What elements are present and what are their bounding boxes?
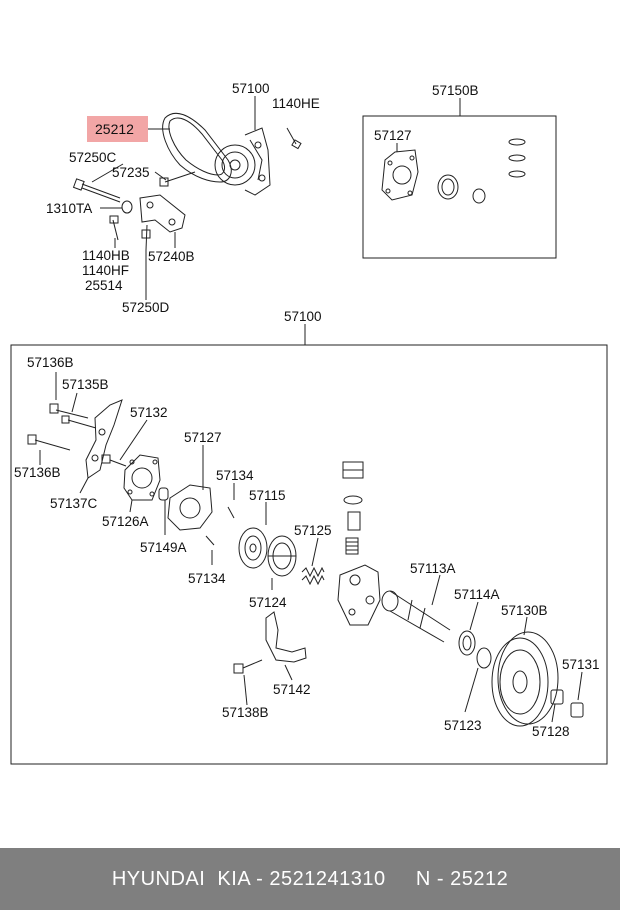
bolt-57250d [141,224,151,251]
bolt-57136b-top [49,403,89,419]
snap-ring-57123 [476,647,492,669]
o-ring-small [472,188,486,204]
pulley-57130b [491,631,559,727]
label-57114a: 57114A [454,587,500,602]
bolt-1140he [286,127,302,150]
label-57136b-top: 57136B [27,355,74,370]
gasket-57127-kit [381,149,419,201]
label-57113a: 57113A [410,561,456,576]
label-57127: 57127 [184,430,222,445]
label-57126a: 57126A [102,514,149,529]
label-57115: 57115 [249,488,286,503]
label-1140hf: 1140HF [82,263,130,278]
spring-57125 [301,566,325,586]
label-57240b: 57240B [148,249,195,264]
gasket-57127 [167,484,213,531]
label-57250d: 57250D [122,300,170,315]
pin-57134-a [227,506,235,519]
label-57250c: 57250C [69,150,117,165]
label-57132: 57132 [130,405,168,420]
label-57100-detail: 57100 [284,309,322,324]
parts-diagram [10,96,608,765]
label-57100-top: 57100 [232,81,270,96]
label-57131: 57131 [562,657,600,672]
label-1140he: 1140HE [272,96,320,111]
cover-57126a [123,454,161,501]
o-ring-large [437,174,459,200]
label-57138b: 57138B [222,705,269,720]
cam-ring-57124 [267,535,297,577]
bolt-57136b-bottom [27,434,71,451]
label-57128: 57128 [532,724,570,739]
footer-part-number: HYUNDAI KIA - 2521241310 N - 25212 [111,868,509,890]
label-57134-b: 57134 [188,571,226,586]
label-57124: 57124 [249,595,287,610]
label-57142: 57142 [273,682,311,697]
label-1310ta: 1310TA [46,201,93,216]
highlight-25212: 25212 [87,116,148,142]
detail-box-57100 [10,344,608,765]
seal-57114a [458,630,476,656]
nut-57128 [550,689,564,705]
pin-57134-b [205,535,215,546]
shaft-57113a [381,590,451,643]
pump-assembly-top [214,127,271,196]
bracket-57240b [139,194,186,233]
label-57150b: 57150B [432,83,479,98]
bolt-1140hb [109,215,119,241]
label-57149a: 57149A [140,540,187,555]
bracket-57142 [265,611,307,663]
label-57130b: 57130B [501,603,548,618]
label-57137c: 57137C [50,496,98,511]
seal-rings [508,138,526,178]
label-57125: 57125 [294,523,332,538]
label-25212: 25212 [95,121,134,137]
belt-25212-shape [162,112,232,183]
label-57123: 57123 [444,718,482,733]
label-57135b: 57135B [62,377,109,392]
label-57235: 57235 [112,165,150,180]
bolt-57132 [101,454,127,467]
footer-bar: HYUNDAI KIA - 2521241310 N - 25212 [0,848,620,910]
bolt-57138b [233,659,263,674]
bolt-57135b [61,415,97,429]
valve-parts [342,461,364,555]
dowel-57149a [158,487,169,501]
label-25514: 25514 [85,278,123,293]
label-1140hb: 1140HB [82,248,130,263]
pump-housing [337,564,381,626]
rotor-57115 [238,527,268,569]
washer-1310ta [121,200,133,214]
bolt-57250c [72,178,121,203]
label-57136b-bottom: 57136B [14,465,61,480]
label-57127-kit: 57127 [374,128,412,143]
label-57134-a: 57134 [216,468,254,483]
bracket-57137c [85,399,123,479]
nut-57131 [570,702,584,718]
